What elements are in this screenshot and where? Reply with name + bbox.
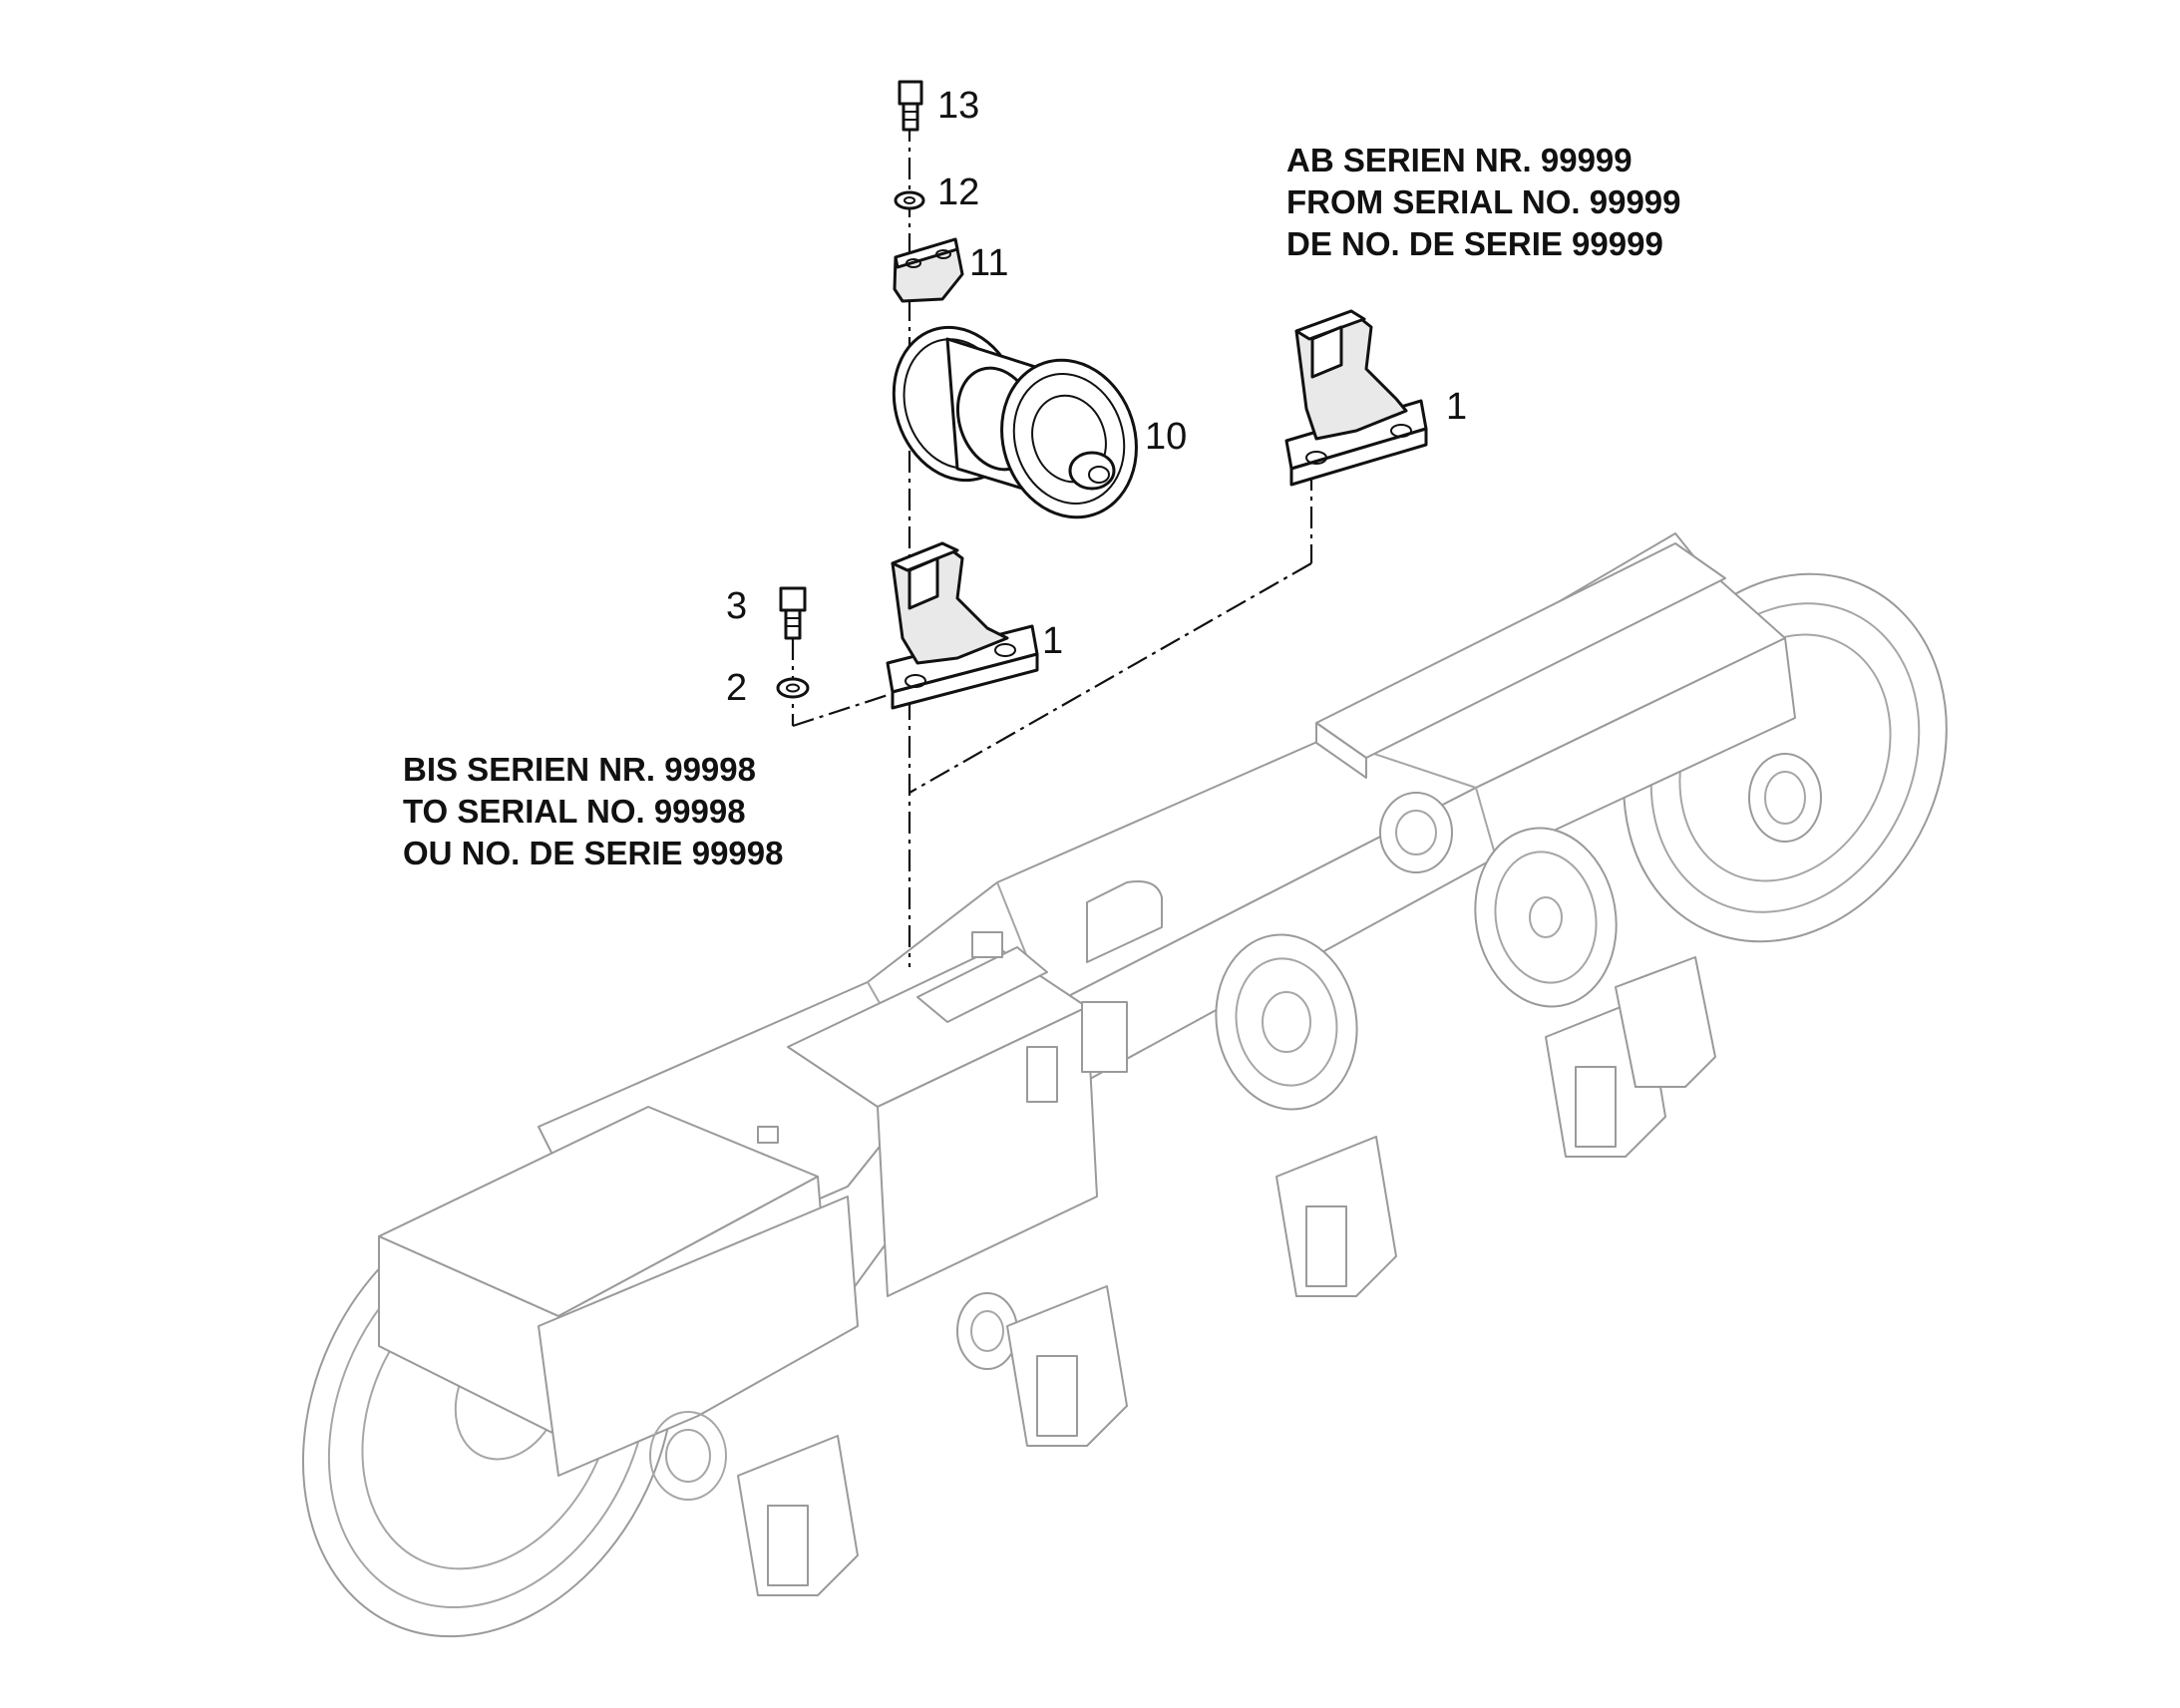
- callout-1-upper: 1: [1446, 386, 1467, 428]
- callout-13: 13: [937, 85, 979, 127]
- callout-1-lower: 1: [1042, 620, 1063, 662]
- part-2-washer: [776, 677, 810, 699]
- note-from-serial: AB SERIEN NR. 99999 FROM SERIAL NO. 9999…: [1286, 142, 1681, 262]
- note-to-serial-de: BIS SERIEN NR. 99998: [403, 751, 756, 788]
- part-11-cap: [893, 237, 964, 303]
- track-roller-bracket: [1615, 956, 1716, 1088]
- track-roller-bracket: [1006, 1285, 1128, 1447]
- undercarriage-track-frame: [301, 532, 1948, 1638]
- track-roller-bracket: [1275, 1136, 1397, 1297]
- note-to-serial-en: TO SERIAL NO. 99998: [403, 793, 746, 830]
- note-from-serial-de: AB SERIEN NR. 99999: [1286, 142, 1633, 178]
- part-1-bracket-lower: [886, 541, 1039, 710]
- callout-3: 3: [726, 585, 747, 627]
- part-3-bolt: [779, 586, 807, 640]
- note-to-serial: BIS SERIEN NR. 99998 TO SERIAL NO. 99998…: [403, 751, 783, 871]
- callout-2: 2: [726, 667, 747, 709]
- part-13-bolt: [898, 80, 923, 132]
- callout-12: 12: [937, 171, 979, 213]
- note-from-serial-en: FROM SERIAL NO. 99999: [1286, 183, 1681, 220]
- callout-10: 10: [1145, 416, 1187, 458]
- callout-11: 11: [969, 242, 1008, 284]
- note-from-serial-fr: DE NO. DE SERIE 99999: [1286, 225, 1663, 262]
- part-12-washer: [894, 190, 925, 210]
- track-roller-bracket: [737, 1435, 859, 1596]
- note-to-serial-fr: OU NO. DE SERIE 99998: [403, 835, 783, 871]
- part-1-bracket-upper: [1284, 309, 1428, 487]
- part-10-carrier-roller: [892, 325, 1138, 519]
